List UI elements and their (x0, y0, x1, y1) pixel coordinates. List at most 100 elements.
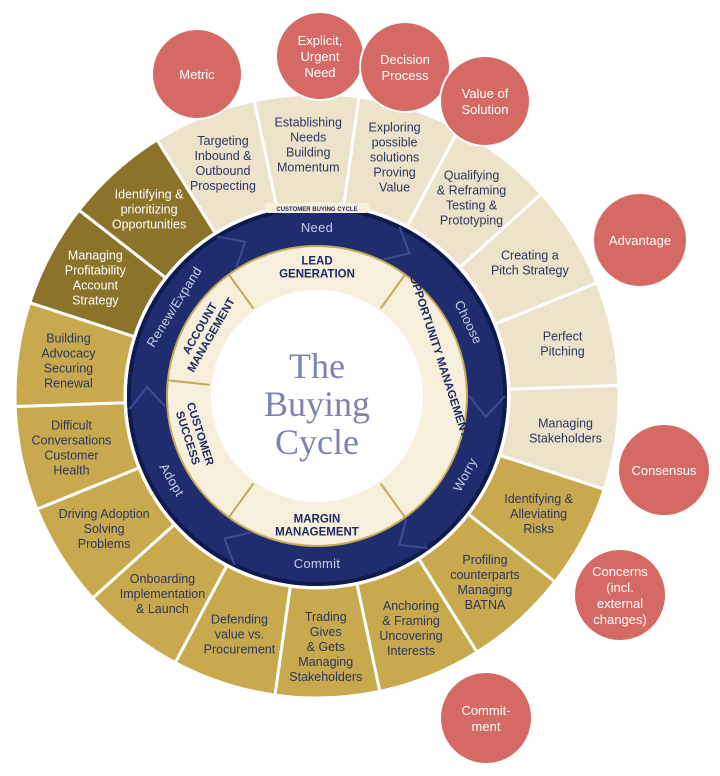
criteria-bubble-label: Decision (380, 52, 430, 67)
outer-segment-label: Defending (211, 613, 268, 627)
outer-segment-label: Customer (44, 449, 98, 463)
outer-segment-label: Trading (305, 610, 347, 624)
criteria-bubble-shape (573, 548, 667, 642)
phase-separator (223, 531, 251, 566)
outer-segment-label: Solving (84, 522, 125, 536)
outer-segment-label: solutions (370, 150, 419, 164)
outer-segment-label: Advocacy (41, 347, 96, 361)
outer-segment-label: Managing (298, 655, 353, 669)
outer-segment-label: Pitch Strategy (491, 263, 570, 277)
phase-label-group: Need (301, 220, 333, 235)
outer-segment-label: Managing (538, 416, 593, 430)
outer-segment-label: Prototyping (440, 214, 503, 228)
outer-segment-label: Gives (310, 625, 342, 639)
outer-segment-label: Interests (387, 644, 435, 658)
phase-separator (217, 235, 247, 268)
function-ring-divider (167, 379, 210, 386)
criteria-bubble: Commit-ment (439, 671, 533, 765)
outer-segment-label: prioritizing (121, 202, 178, 216)
phase-separator (398, 518, 428, 550)
outer-segment-label: & Gets (307, 640, 345, 654)
outer-segment-label: Securing (44, 362, 93, 376)
ring-banner-shape (265, 203, 369, 213)
phase-separator (383, 226, 411, 261)
outer-segment-label: Conversations (32, 434, 112, 448)
outer-segment-label: Alleviating (510, 507, 567, 521)
outer-segment-label: Account (73, 279, 119, 293)
outer-segment-label: Managing (68, 249, 123, 263)
criteria-bubble-label: changes) (593, 612, 646, 627)
phase-label: Commit (294, 556, 341, 571)
outer-segment-label: Testing & (446, 199, 498, 213)
criteria-bubble-label: Concerns (592, 564, 648, 579)
outer-segment-label: & Framing (382, 614, 440, 628)
outer-segment-label: Anchoring (383, 599, 439, 613)
criteria-bubble-label: Commit- (461, 703, 510, 718)
outer-segment-label: Driving Adoption (59, 507, 150, 521)
center-title-line-2: Buying (264, 384, 370, 424)
criteria-bubble-shape (439, 55, 531, 147)
outer-segment-label: possible (372, 135, 418, 149)
outer-segment-label: Proving (373, 165, 415, 179)
function-ring-divider (228, 482, 255, 518)
criteria-bubble-label: Solution (462, 102, 509, 117)
criteria-bubble-shape (439, 671, 533, 765)
outer-segment-label: Stakeholders (529, 431, 602, 445)
outer-segment-label: Renewal (44, 377, 93, 391)
outer-segment-label: Prospecting (190, 179, 256, 193)
criteria-bubble-label: Urgent (300, 49, 339, 64)
criteria-bubble-shape (151, 28, 243, 120)
outer-segment-label: Building (46, 332, 91, 346)
outer-segment-label: Perfect (543, 329, 583, 343)
center-hub: The Buying Cycle (211, 290, 423, 502)
outer-segment-label: Managing (457, 583, 512, 597)
outer-segment-label: Identifying & (504, 492, 573, 506)
criteria-bubble-label: Need (304, 65, 335, 80)
outer-segment-label: Difficult (51, 419, 92, 433)
phase-separator (468, 395, 506, 419)
criteria-bubble-shape (592, 192, 688, 288)
phase-label-group: Commit (294, 556, 341, 571)
outer-segment-label: counterparts (450, 568, 519, 582)
criteria-bubble-label: Explicit, (298, 33, 343, 48)
outer-segment-label: Qualifying (444, 169, 500, 183)
function-ring-divider (228, 274, 255, 310)
outer-segment-label: Procurement (204, 643, 276, 657)
outer-segment-label: Strategy (72, 294, 119, 308)
function-segment-label: MARGIN (294, 514, 341, 526)
outer-segment-label: Pitching (540, 344, 585, 358)
outer-segment-label: & Launch (136, 602, 189, 616)
outer-segment-label: Outbound (196, 164, 251, 178)
outer-segment-label: Targeting (197, 134, 248, 148)
function-segment-label: MANAGEMENT (275, 527, 359, 539)
outer-segment-label: Value (379, 180, 410, 194)
outer-segment-label: Profiling (462, 553, 507, 567)
phase-label: Need (301, 220, 333, 235)
criteria-bubble: Consensus (617, 423, 711, 517)
ring-banner: CUSTOMER BUYING CYCLE (276, 207, 357, 213)
outer-segment-label: & Reframing (437, 184, 507, 198)
function-ring-divider (379, 482, 406, 518)
criteria-bubble-label: external (597, 596, 643, 611)
outer-segment-label: Problems (78, 537, 131, 551)
criteria-bubble-label: Metric (179, 67, 215, 82)
outer-segment-label: Momentum (277, 161, 340, 175)
criteria-bubble-shape (359, 21, 451, 113)
outer-segment-label: Opportunities (112, 217, 186, 231)
phase-separator (128, 385, 167, 410)
outer-segment-label: Creating a (501, 248, 559, 262)
outer-segment-label: Health (53, 464, 89, 478)
